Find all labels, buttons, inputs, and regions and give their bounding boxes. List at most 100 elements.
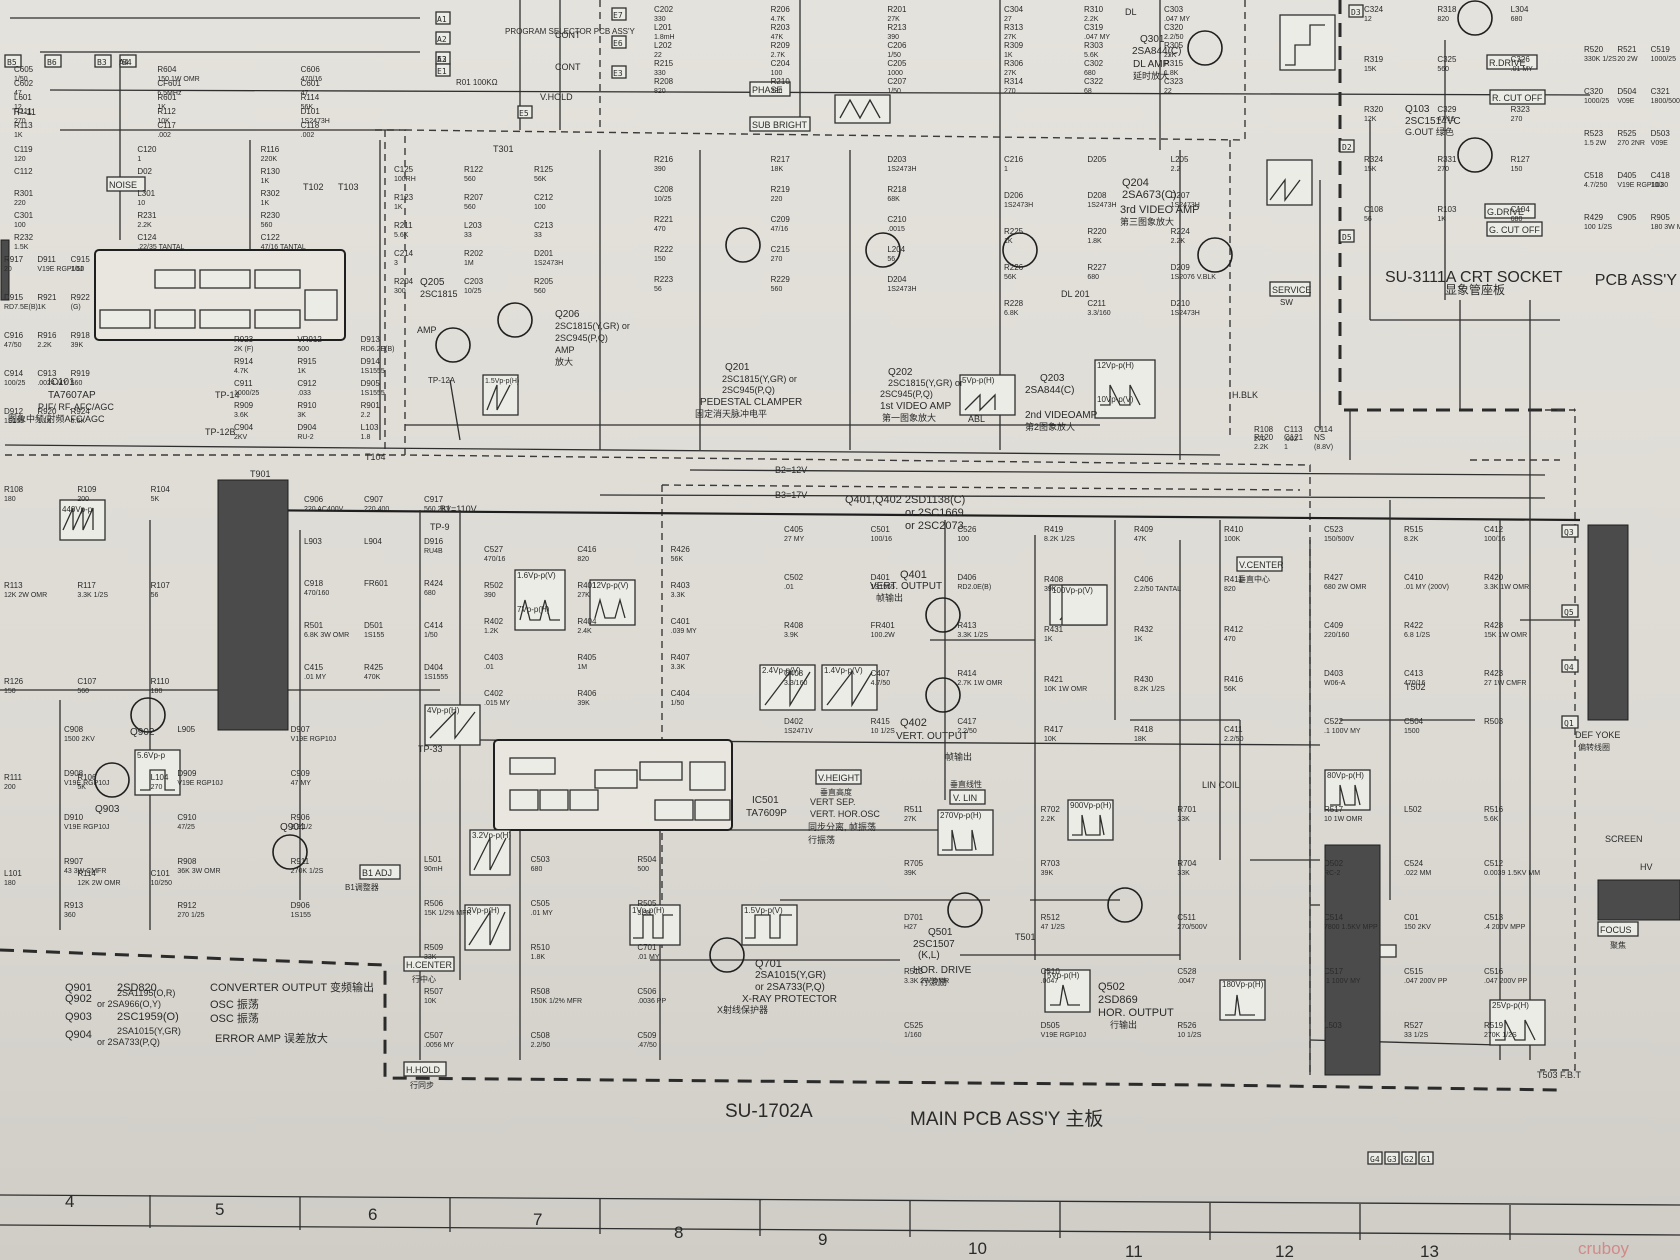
component-ref: C413: [1404, 669, 1424, 678]
component-ref: C517: [1324, 967, 1344, 976]
component-value: 3.3K 1/2S: [77, 592, 108, 599]
component-ref: C605: [14, 65, 34, 74]
component-ref: C513: [1484, 913, 1504, 922]
component-ref: C01: [1404, 913, 1419, 922]
component-ref: R520: [1584, 45, 1604, 54]
component-value: 270/500V: [1177, 924, 1207, 931]
component-ref: R410: [1224, 525, 1244, 534]
component-value: .01 MY: [304, 674, 327, 681]
component-value: 1.2K: [484, 628, 499, 635]
component-value: 1.8K: [531, 954, 546, 961]
component-value: 56K: [671, 556, 684, 563]
h-blk-label: H.BLK: [1232, 390, 1258, 400]
grid-6: 6: [368, 1205, 377, 1224]
component-ref: C206: [887, 41, 907, 50]
ic501-desc1: VERT SEP.: [810, 797, 856, 807]
component-l905: L905: [177, 725, 195, 734]
vp-16: 1.6Vp-p(V): [517, 571, 556, 580]
component-value: 1K: [1044, 636, 1053, 643]
component-ref: R409: [1134, 525, 1154, 534]
q201-ref: Q201: [725, 362, 750, 373]
component-ref: C320: [1584, 87, 1604, 96]
crt-board-sub: 显象管座板: [1445, 282, 1505, 297]
h-hold-cn: 行同步: [410, 1080, 434, 1090]
component-ref: R229: [771, 275, 791, 284]
component-ref: C515: [1404, 967, 1424, 976]
q205-part: 2SC1815: [420, 289, 458, 299]
component-ref: R910: [297, 401, 317, 410]
component-ref: C409: [1324, 621, 1344, 630]
component-value: 12K 2W OMR: [4, 592, 47, 599]
vp-4: 4Vp-p(H): [427, 706, 460, 715]
component-c210: C210.0015: [887, 215, 907, 233]
q401-func: VERT. OUTPUT: [870, 581, 942, 592]
vp-3h: 3Vp-p(H): [467, 906, 500, 915]
component-value: 6.8K 3W OMR: [304, 632, 349, 639]
component-value: 1K: [261, 178, 270, 185]
component-ref: D916: [424, 537, 444, 546]
q502-ref: Q502: [1098, 981, 1125, 993]
tp12a-label: TP-12A: [428, 376, 456, 385]
component-c524: C524.022 MM: [1404, 859, 1431, 877]
component-value: 1/50: [887, 52, 901, 59]
component-value: 3.9K: [637, 910, 652, 917]
component-value: 470: [1224, 636, 1236, 643]
component-value: .002: [1284, 436, 1298, 443]
vp-80: 80Vp-p(H): [1327, 771, 1364, 780]
component-value: 1K: [37, 304, 46, 311]
component-c124: C124.22/35 TANTAL: [137, 233, 184, 251]
component-value: 47 MY: [291, 780, 312, 787]
component-value: 820: [1437, 16, 1449, 23]
component-ref: R408: [784, 621, 804, 630]
component-ref: C208: [654, 185, 674, 194]
component-c114: C114: [1314, 425, 1333, 434]
component-ref: R120: [1254, 433, 1274, 442]
component-ref: C507: [424, 1031, 444, 1040]
component-ref: R113: [4, 581, 23, 590]
component-ref: C302: [1084, 59, 1104, 68]
component-c516: C516.047 200V PP: [1484, 967, 1528, 985]
connector-label: E1: [437, 67, 447, 76]
component-ref: R921: [37, 293, 57, 302]
component-value: RD2.0E(B): [957, 584, 991, 591]
component-value: 270 2NR: [1617, 140, 1645, 147]
component-ref: C205: [887, 59, 907, 68]
component-value: 270 1/25: [177, 912, 204, 919]
component-ref: D905: [361, 379, 381, 388]
q202-func: 1st VIDEO AMP: [880, 401, 951, 412]
component-ref: R908: [177, 857, 197, 866]
component-value: 1S155: [364, 632, 384, 639]
crt-board-id: SU-3111A CRT SOCKET: [1385, 269, 1563, 286]
component-ref: R905: [1651, 213, 1671, 222]
component-ref: R106: [77, 773, 97, 782]
component-value: 2.7K 1W OMR: [957, 680, 1002, 687]
component-value: 27: [1004, 16, 1012, 23]
component-value: 22: [1164, 88, 1172, 95]
grid-13: 13: [1420, 1242, 1439, 1260]
component-value: .1 100V MY: [1324, 978, 1361, 985]
g-drive-label: G.DRIVE: [1487, 207, 1524, 217]
q203-part: 2SA844(C): [1025, 385, 1074, 396]
